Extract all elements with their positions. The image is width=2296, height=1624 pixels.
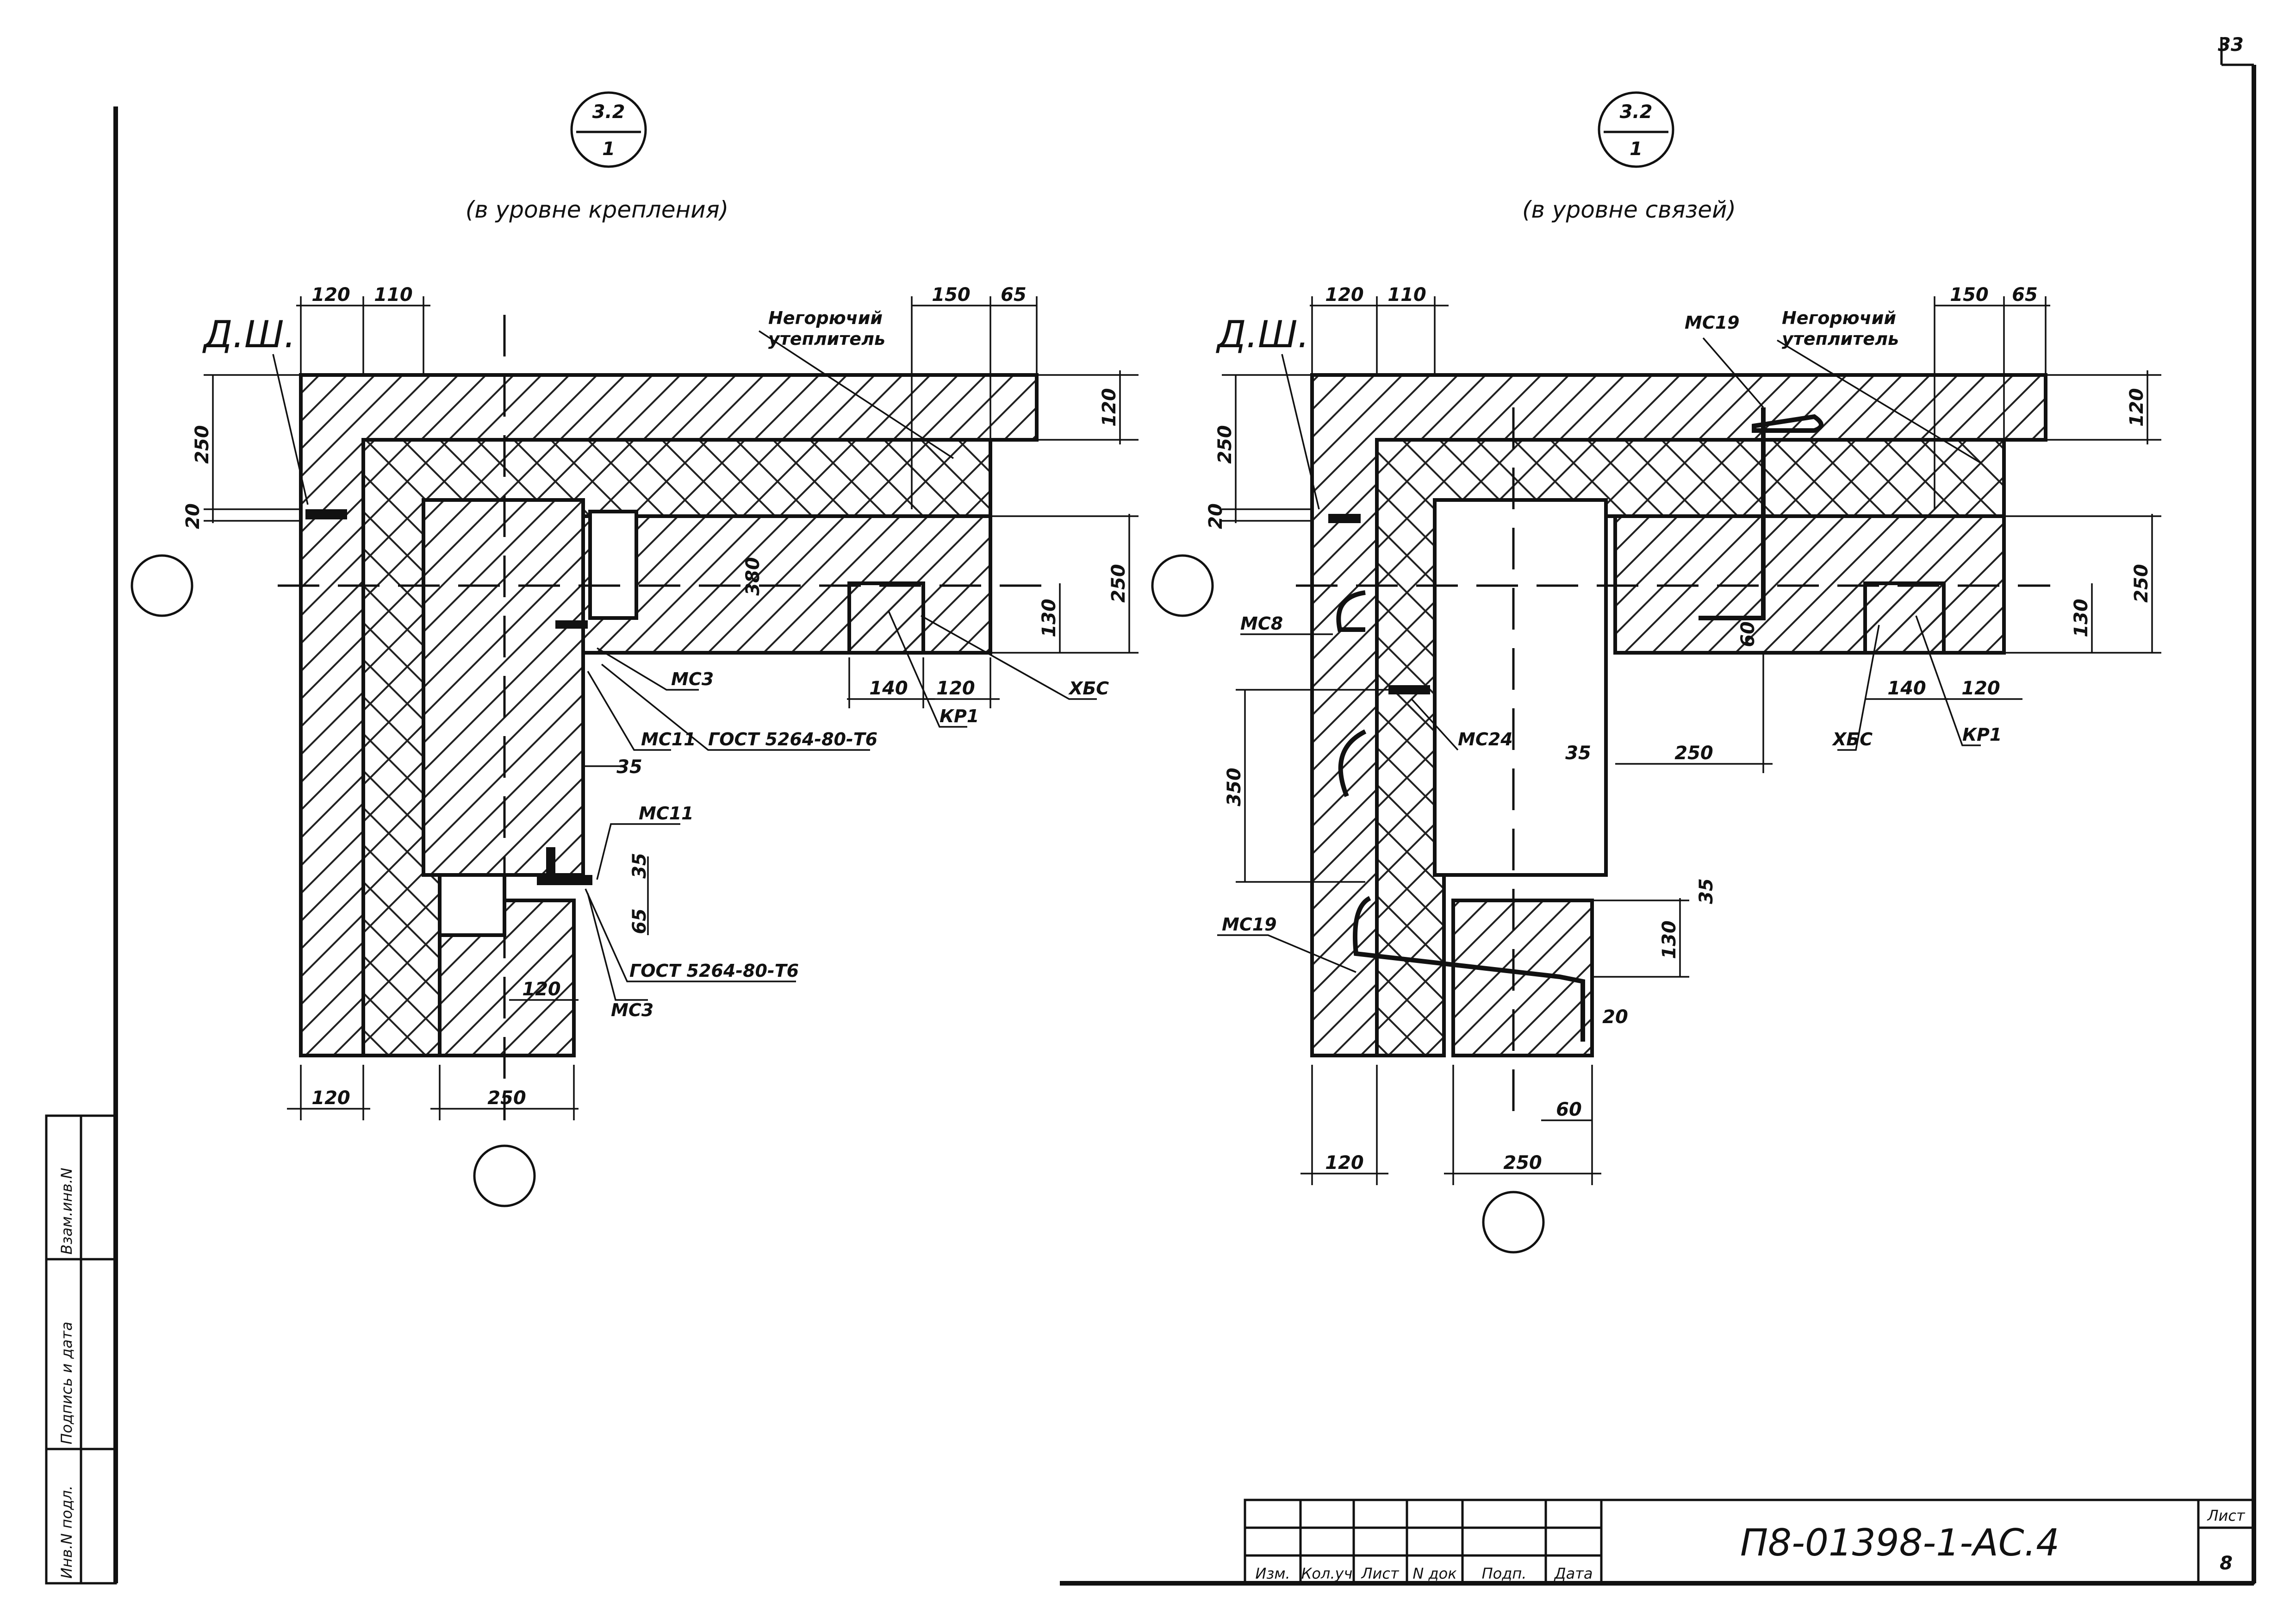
left-dim-left-2: 20 (182, 503, 204, 529)
left-label-hbs: ХБС (1068, 678, 1109, 699)
right-dim-right-3: 130 (2071, 599, 2092, 637)
right-dim-35-b: 35 (1696, 878, 1717, 904)
right-dim-left-1: 250 (1214, 425, 1236, 464)
right-label-ms19: МС19 (1222, 914, 1277, 935)
left-dsh-label: Д.Ш. (202, 313, 296, 356)
left-label-ms11: МС11 (641, 729, 696, 750)
left-detail-caption: (в уровне крепления) (466, 196, 728, 223)
left-dim-top-3: 150 (932, 284, 971, 306)
tb-col-koluch: Кол.уч (1301, 1565, 1353, 1582)
left-axis-bubble (131, 554, 193, 617)
left-bottom-axis-bubble (473, 1144, 536, 1207)
right-dim-top-1: 120 (1325, 284, 1364, 306)
right-dim-right-1: 120 (2126, 388, 2147, 427)
left-insulation-label-2: утеплитель (768, 329, 885, 349)
right-dim-right-2: 250 (2131, 564, 2152, 603)
right-dim-left-2: 20 (1205, 503, 1226, 529)
stamp-replace-inv: Взам.инв.N (58, 1168, 75, 1255)
left-dim-right-3: 130 (1039, 599, 1060, 637)
left-label-ms3: МС3 (671, 669, 714, 689)
right-section-callout (1598, 91, 1674, 168)
right-bottom-axis-bubble (1482, 1191, 1545, 1254)
tb-col-podp: Подп. (1482, 1565, 1527, 1582)
right-label-ms8: МС8 (1240, 613, 1283, 634)
left-insulation-label-1: Негорючий (768, 308, 883, 328)
left-detail: 3.2 1 (в уровне крепления) (131, 91, 1139, 1207)
left-dim-mid-v: 380 (742, 557, 764, 596)
tb-col-list: Лист (1361, 1565, 1399, 1582)
right-insulation-label-1: Негорючий (1782, 308, 1896, 328)
right-label-ms24: МС24 (1458, 729, 1513, 750)
right-dim-60-v: 60 (1737, 621, 1759, 647)
left-dim-bottom-2: 250 (487, 1087, 526, 1109)
right-detail-caption: (в уровне связей) (1522, 196, 1736, 223)
right-dim-35: 35 (1565, 743, 1591, 764)
tb-document-code: П8-01398-1-АС.4 (1740, 1521, 2060, 1564)
right-dim-bottom-2: 250 (1503, 1152, 1542, 1174)
left-dim-top-1: 120 (311, 284, 350, 306)
title-block (1244, 1499, 2255, 1585)
tb-sheet-number: 8 (2220, 1553, 2233, 1574)
left-dim-35-b: 35 (629, 853, 650, 879)
right-callout-top: 3.2 (1620, 101, 1653, 123)
right-dim-120: 120 (1961, 678, 2000, 699)
left-dim-right-1: 120 (1099, 388, 1120, 427)
right-dsh-label: Д.Ш. (1216, 313, 1309, 356)
right-label-kp1: КР1 (1962, 725, 2002, 745)
right-dim-130: 130 (1659, 920, 1680, 959)
right-label-hbs: ХБС (1832, 729, 1873, 750)
left-dim-140: 140 (869, 678, 908, 699)
tb-col-izm: Изм. (1255, 1565, 1290, 1582)
left-dim-bottom-1: 120 (311, 1087, 350, 1109)
left-label-kp1: КР1 (940, 706, 979, 726)
right-dim-bottom-1: 120 (1325, 1152, 1364, 1174)
left-label-ms3-b: МС3 (611, 1000, 653, 1020)
left-dim-top-4: 65 (1001, 284, 1027, 306)
left-label-ms11-b: МС11 (639, 803, 694, 824)
right-dim-140: 140 (1887, 678, 1926, 699)
right-dim-top-2: 110 (1388, 284, 1426, 306)
stamp-sign-date: Подпись и дата (58, 1322, 75, 1444)
stamp-inv-orig: Инв.N подл. (58, 1486, 75, 1579)
left-dim-right-2: 250 (1108, 564, 1129, 603)
right-dim-top-4: 65 (2012, 284, 2038, 306)
left-dim-left-1: 250 (192, 425, 213, 464)
right-axis-bubble (1151, 554, 1214, 617)
left-dim-120: 120 (936, 678, 975, 699)
right-dim-350: 350 (1224, 768, 1245, 806)
right-callout-bottom: 1 (1630, 138, 1643, 160)
corner-sheet-mark: 33 (2218, 34, 2244, 56)
left-dim-35: 35 (616, 756, 642, 778)
left-callout-top: 3.2 (592, 101, 625, 123)
right-insulation-label-2: утеплитель (1782, 329, 1899, 349)
left-label-gost: ГОСТ 5264-80-Т6 (708, 729, 877, 750)
tb-col-ndok: N док (1412, 1565, 1457, 1582)
left-section-callout (570, 91, 647, 168)
left-dim-top-2: 110 (374, 284, 413, 306)
right-dim-60: 60 (1556, 1099, 1582, 1120)
right-dim-20: 20 (1602, 1006, 1628, 1028)
right-dim-250: 250 (1674, 743, 1713, 764)
tb-col-data: Дата (1554, 1565, 1593, 1582)
left-dim-65: 65 (629, 908, 650, 934)
right-detail (1151, 91, 2161, 1254)
left-label-gost-b: ГОСТ 5264-80-Т6 (629, 961, 799, 981)
tb-sheet-label: Лист (2207, 1507, 2245, 1524)
side-stamp: Инв.N подл. Подпись и дата Взам.инв.N (45, 1114, 117, 1585)
left-dim-120-b: 120 (522, 979, 561, 1000)
left-callout-bottom: 1 (602, 138, 615, 160)
right-dim-top-3: 150 (1950, 284, 1989, 306)
right-label-ms19-top: МС19 (1685, 312, 1740, 333)
